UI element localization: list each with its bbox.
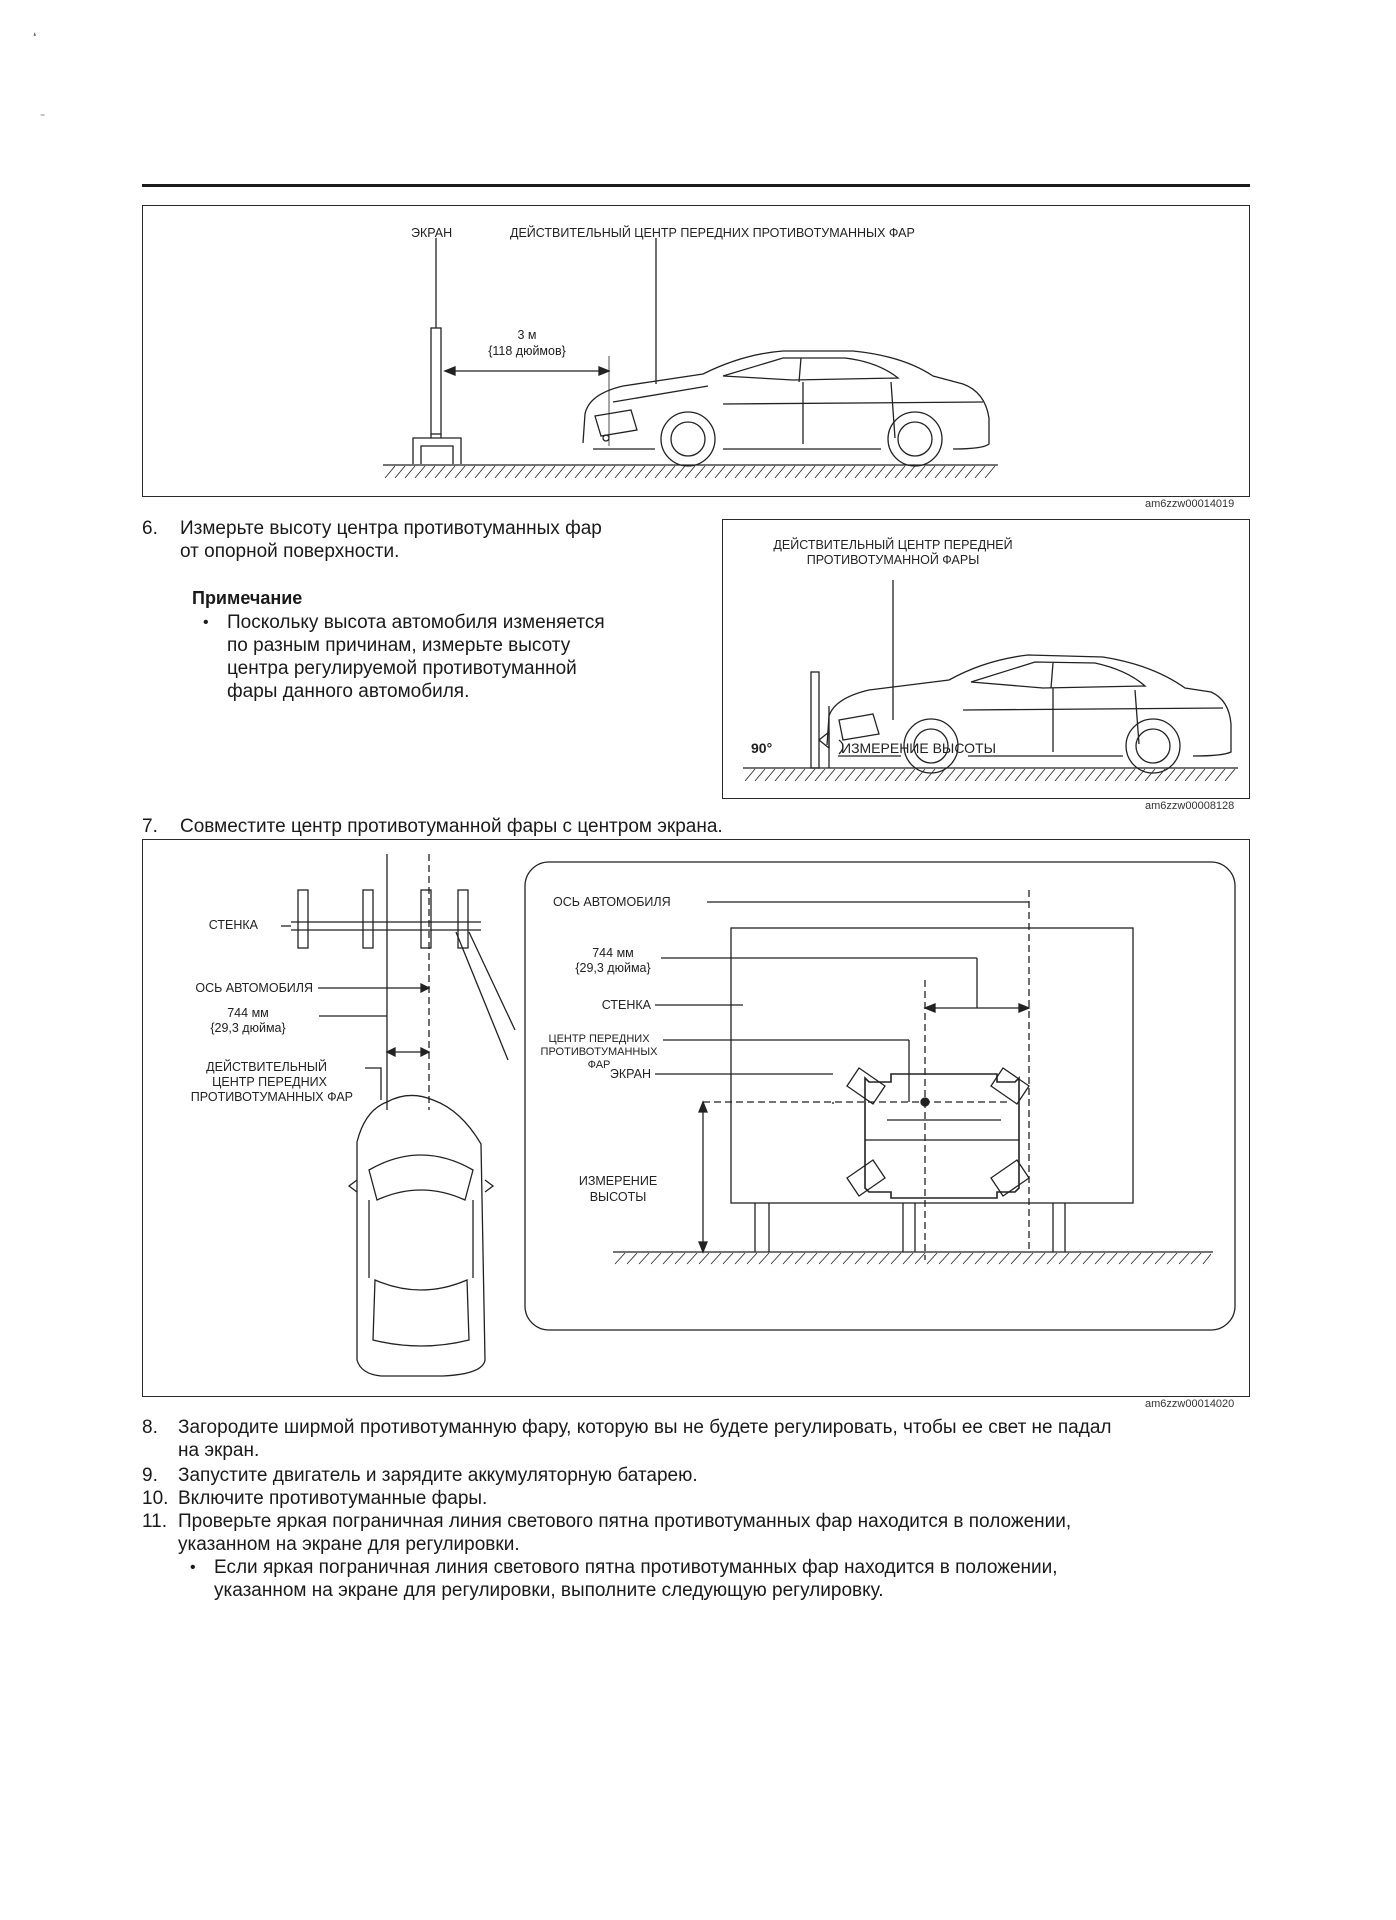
step-text: Проверьте яркая пограничная линия светов… (178, 1511, 1072, 1532)
angle-label: 90° (751, 740, 773, 756)
center-label: ДЕЙСТВИТЕЛЬНЫЙ ЦЕНТР ПЕРЕДНЕЙ (773, 538, 1013, 552)
step-text: указанном на экране для регулировки. (178, 1534, 520, 1555)
figure-height-measure: ДЕЙСТВИТЕЛЬНЫЙ ЦЕНТР ПЕРЕДНЕЙ ПРОТИВОТУМ… (722, 519, 1250, 799)
step-text: от опорной поверхности. (180, 541, 400, 562)
actual-center-label: ДЕЙСТВИТЕЛЬНЫЙ ЦЕНТР ПЕРЕДНИХ ПРОТИВОТУМ… (510, 226, 915, 240)
step-text: Измерьте высоту центра противотуманных ф… (180, 518, 602, 539)
step-number: 6. (142, 518, 158, 539)
step-text: Загородите ширмой противотуманную фару, … (178, 1417, 1112, 1438)
figure-screen-distance: ЭКРАН ДЕЙСТВИТЕЛЬНЫЙ ЦЕНТР ПЕРЕДНИХ ПРОТ… (142, 205, 1250, 497)
bullet-text: указанном на экране для регулировки, вып… (214, 1580, 884, 1601)
figure-code: am6zzw00014020 (1145, 1398, 1235, 1410)
step-10: 10. Включите противотуманные фары. (142, 1487, 1262, 1510)
note-heading: Примечание (192, 588, 303, 608)
bullet-text: Если яркая пограничная линия светового п… (214, 1557, 1058, 1578)
note-text: фары данного автомобиля. (227, 681, 470, 702)
step-number: 8. (142, 1417, 158, 1438)
scan-mark: ❛ (33, 32, 37, 43)
fog-center-label: ПРОТИВОТУМАННЫХ (540, 1046, 658, 1058)
height-measure-label: ИЗМЕРЕНИЕ (578, 1174, 658, 1188)
step-11-bullet: • Если яркая пограничная линия светового… (190, 1556, 1270, 1602)
step-number: 9. (142, 1465, 158, 1486)
step-11: 11. Проверьте яркая пограничная линия св… (142, 1510, 1262, 1556)
actual-center-label: ДЕЙСТВИТЕЛЬНЫЙ (206, 1060, 327, 1074)
height-label: ИЗМЕРЕНИЕ ВЫСОТЫ (841, 740, 996, 756)
step-number: 7. (142, 816, 158, 837)
step-text: Совместите центр противотуманной фары с … (180, 816, 723, 837)
step-8: 8. Загородите ширмой противотуманную фар… (142, 1416, 1262, 1462)
distance-in-label: {29,3 дюйма} (575, 961, 651, 975)
distance-in-label: {29,3 дюйма} (210, 1021, 286, 1035)
wall-label: СТЕНКА (208, 918, 258, 932)
screen-label: ЭКРАН (411, 226, 453, 240)
step-text: на экран. (178, 1440, 260, 1461)
distance-mm-label: 744 мм (227, 1006, 269, 1020)
actual-center-label: ЦЕНТР ПЕРЕДНИХ (212, 1075, 327, 1089)
step-9: 9. Запустите двигатель и зарядите аккуму… (142, 1464, 1262, 1487)
fog-center-label: ЦЕНТР ПЕРЕДНИХ (548, 1033, 650, 1045)
distance-inches: {118 дюймов} (488, 344, 566, 358)
note-text: по разным причинам, измерьте высоту (227, 635, 571, 656)
distance-meters: 3 м (517, 328, 537, 342)
figure-screen-alignment-drawing (281, 854, 1236, 1377)
figure-code: am6zzw00008128 (1145, 800, 1235, 812)
actual-center-label: ПРОТИВОТУМАННЫХ ФАР (190, 1090, 353, 1104)
wall-label: СТЕНКА (601, 998, 651, 1012)
note-text: Поскольку высота автомобиля изменяется (227, 612, 605, 633)
figure-screen-distance-drawing (383, 238, 998, 479)
bullet-dot: • (190, 1559, 196, 1576)
step-number: 11. (142, 1511, 168, 1532)
note-text: центра регулируемой противотуманной (227, 658, 577, 679)
distance-mm-label: 744 мм (592, 946, 634, 960)
screen-label: ЭКРАН (609, 1067, 651, 1081)
figure-screen-alignment: СТЕНКА ОСЬ АВТОМОБИЛЯ 744 мм {29,3 дюйма… (142, 839, 1250, 1397)
height-measure-label: ВЫСОТЫ (589, 1190, 647, 1204)
note-bullet: • Поскольку высота автомобиля изменяется… (203, 611, 703, 707)
header-rule (142, 184, 1250, 187)
center-label: ПРОТИВОТУМАННОЙ ФАРЫ (806, 553, 980, 567)
step-number: 10. (142, 1488, 169, 1509)
step-text: Включите противотуманные фары. (178, 1488, 488, 1509)
vehicle-axis-label: ОСЬ АВТОМОБИЛЯ (195, 981, 313, 995)
bullet-dot: • (203, 614, 209, 631)
step-text: Запустите двигатель и зарядите аккумулят… (178, 1465, 698, 1486)
scan-mark: ⁼ (40, 112, 46, 123)
figure-code: am6zzw00014019 (1145, 498, 1235, 510)
vehicle-axis-label: ОСЬ АВТОМОБИЛЯ (553, 895, 671, 909)
fog-center-label: ФАР (587, 1059, 611, 1071)
figure-height-measure-drawing (743, 580, 1238, 782)
